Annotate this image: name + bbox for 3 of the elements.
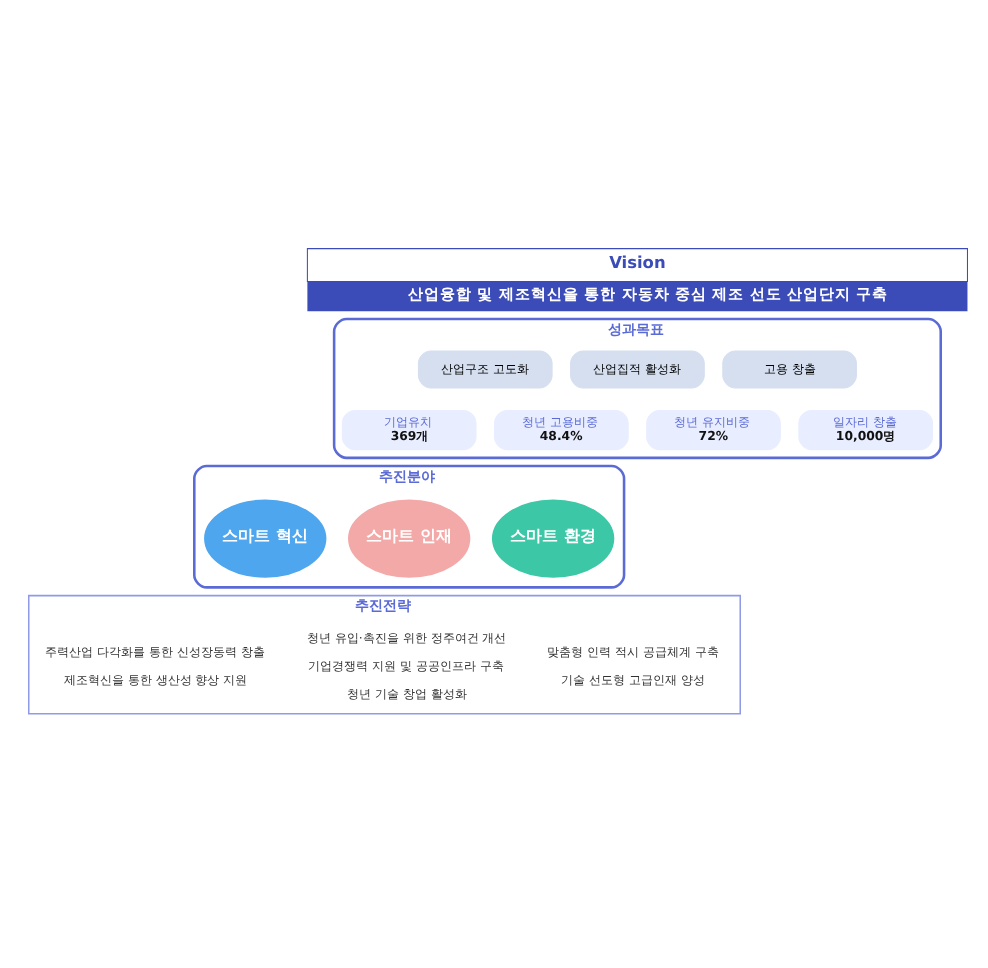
node-ellipse: 스마트 인재 xyxy=(344,495,474,580)
node-ellipse: 스마트 혁신 xyxy=(201,495,330,580)
node-ellipse: 스마트 환경 xyxy=(488,495,618,580)
